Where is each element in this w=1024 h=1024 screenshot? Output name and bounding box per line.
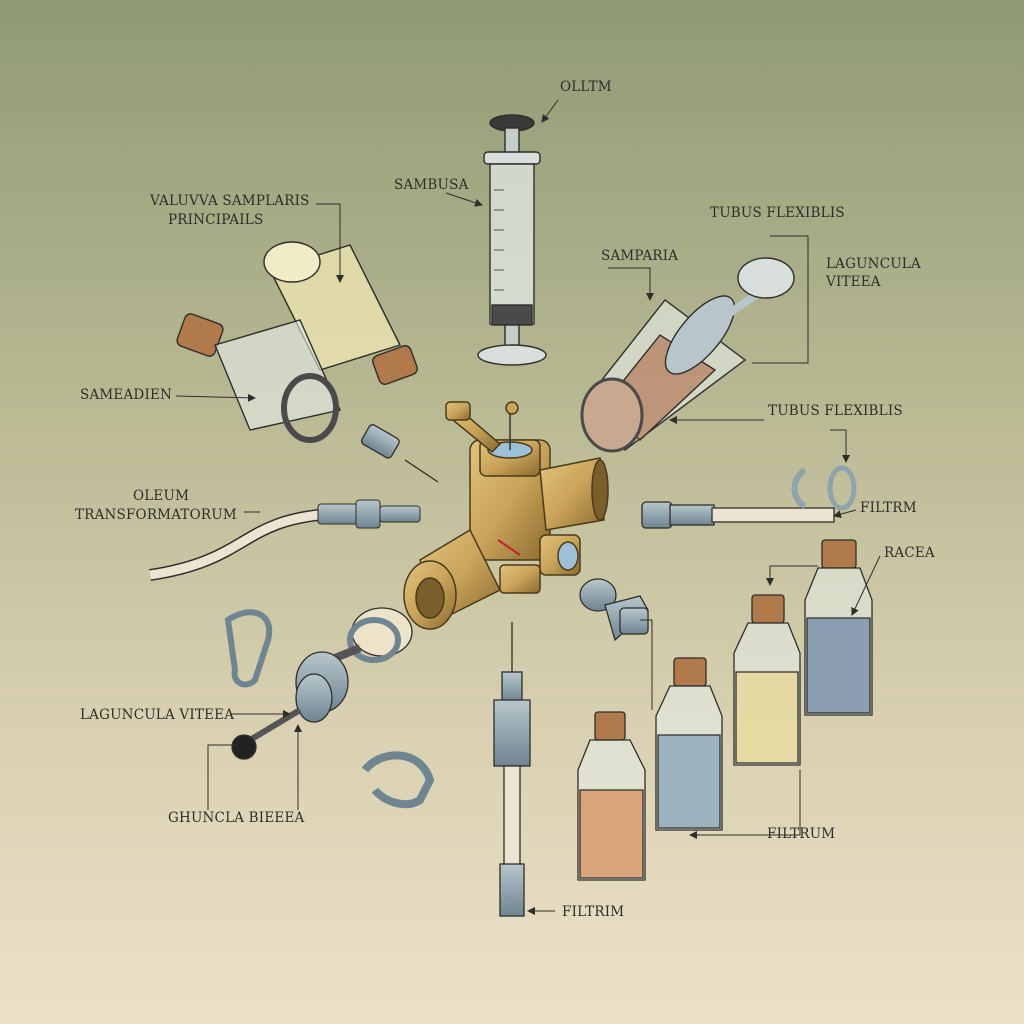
label-filtrim-bottom: FILTRIM <box>562 904 625 920</box>
label-racea: RACEA <box>884 545 935 561</box>
label-valvula-line1: VALUVVA SAMPLARIS <box>150 193 310 209</box>
valve-stem <box>231 707 302 760</box>
glass-jar-clear <box>176 313 341 443</box>
bottle-blue <box>655 657 723 831</box>
clamp-left-top <box>224 609 273 688</box>
label-lagun-left: LAGUNCULA VITEEA <box>80 707 235 723</box>
syringe-top <box>477 114 547 366</box>
label-lagun-right-line2: VITEEA <box>826 274 881 290</box>
label-samparia: SAMPARIA <box>601 248 679 264</box>
clamp-left-bottom <box>361 751 435 809</box>
label-oltm: OLLTM <box>560 79 612 95</box>
label-tubus-mid: TUBUS FLEXIBLIS <box>768 403 903 419</box>
bottle-slate <box>804 539 873 716</box>
label-oleum-line2: TRANSFORMATORUM <box>75 507 237 523</box>
needle-fitting <box>360 424 439 483</box>
leader-lines <box>175 99 881 915</box>
label-oleum-line1: OLEUM <box>133 488 190 504</box>
label-lagun-right-line1: LAGUNCULA <box>826 256 921 272</box>
filter-rod-right <box>641 465 857 529</box>
label-tubus-top: TUBUS FLEXIBLIS <box>710 205 845 221</box>
syringe-right <box>580 257 795 453</box>
probe-vertical <box>493 622 531 917</box>
bottle-amber <box>577 711 646 881</box>
label-ghuncla: GHUNCLA BIEEEA <box>168 810 305 826</box>
label-valvula-line2: PRINCIPAILS <box>168 212 264 228</box>
flexible-hose-left <box>149 499 421 581</box>
label-filtrm-right: FILTRM <box>860 500 917 516</box>
disc-stack <box>295 607 413 723</box>
label-sameadien: SAMEADIEN <box>80 387 173 403</box>
brass-valve-body <box>403 401 609 630</box>
label-filtrum-mid: FILTRUM <box>767 826 836 842</box>
label-sambusa: SAMBUSA <box>394 177 469 193</box>
elbow-fitting <box>579 578 649 642</box>
bottle-yellow <box>733 594 801 766</box>
